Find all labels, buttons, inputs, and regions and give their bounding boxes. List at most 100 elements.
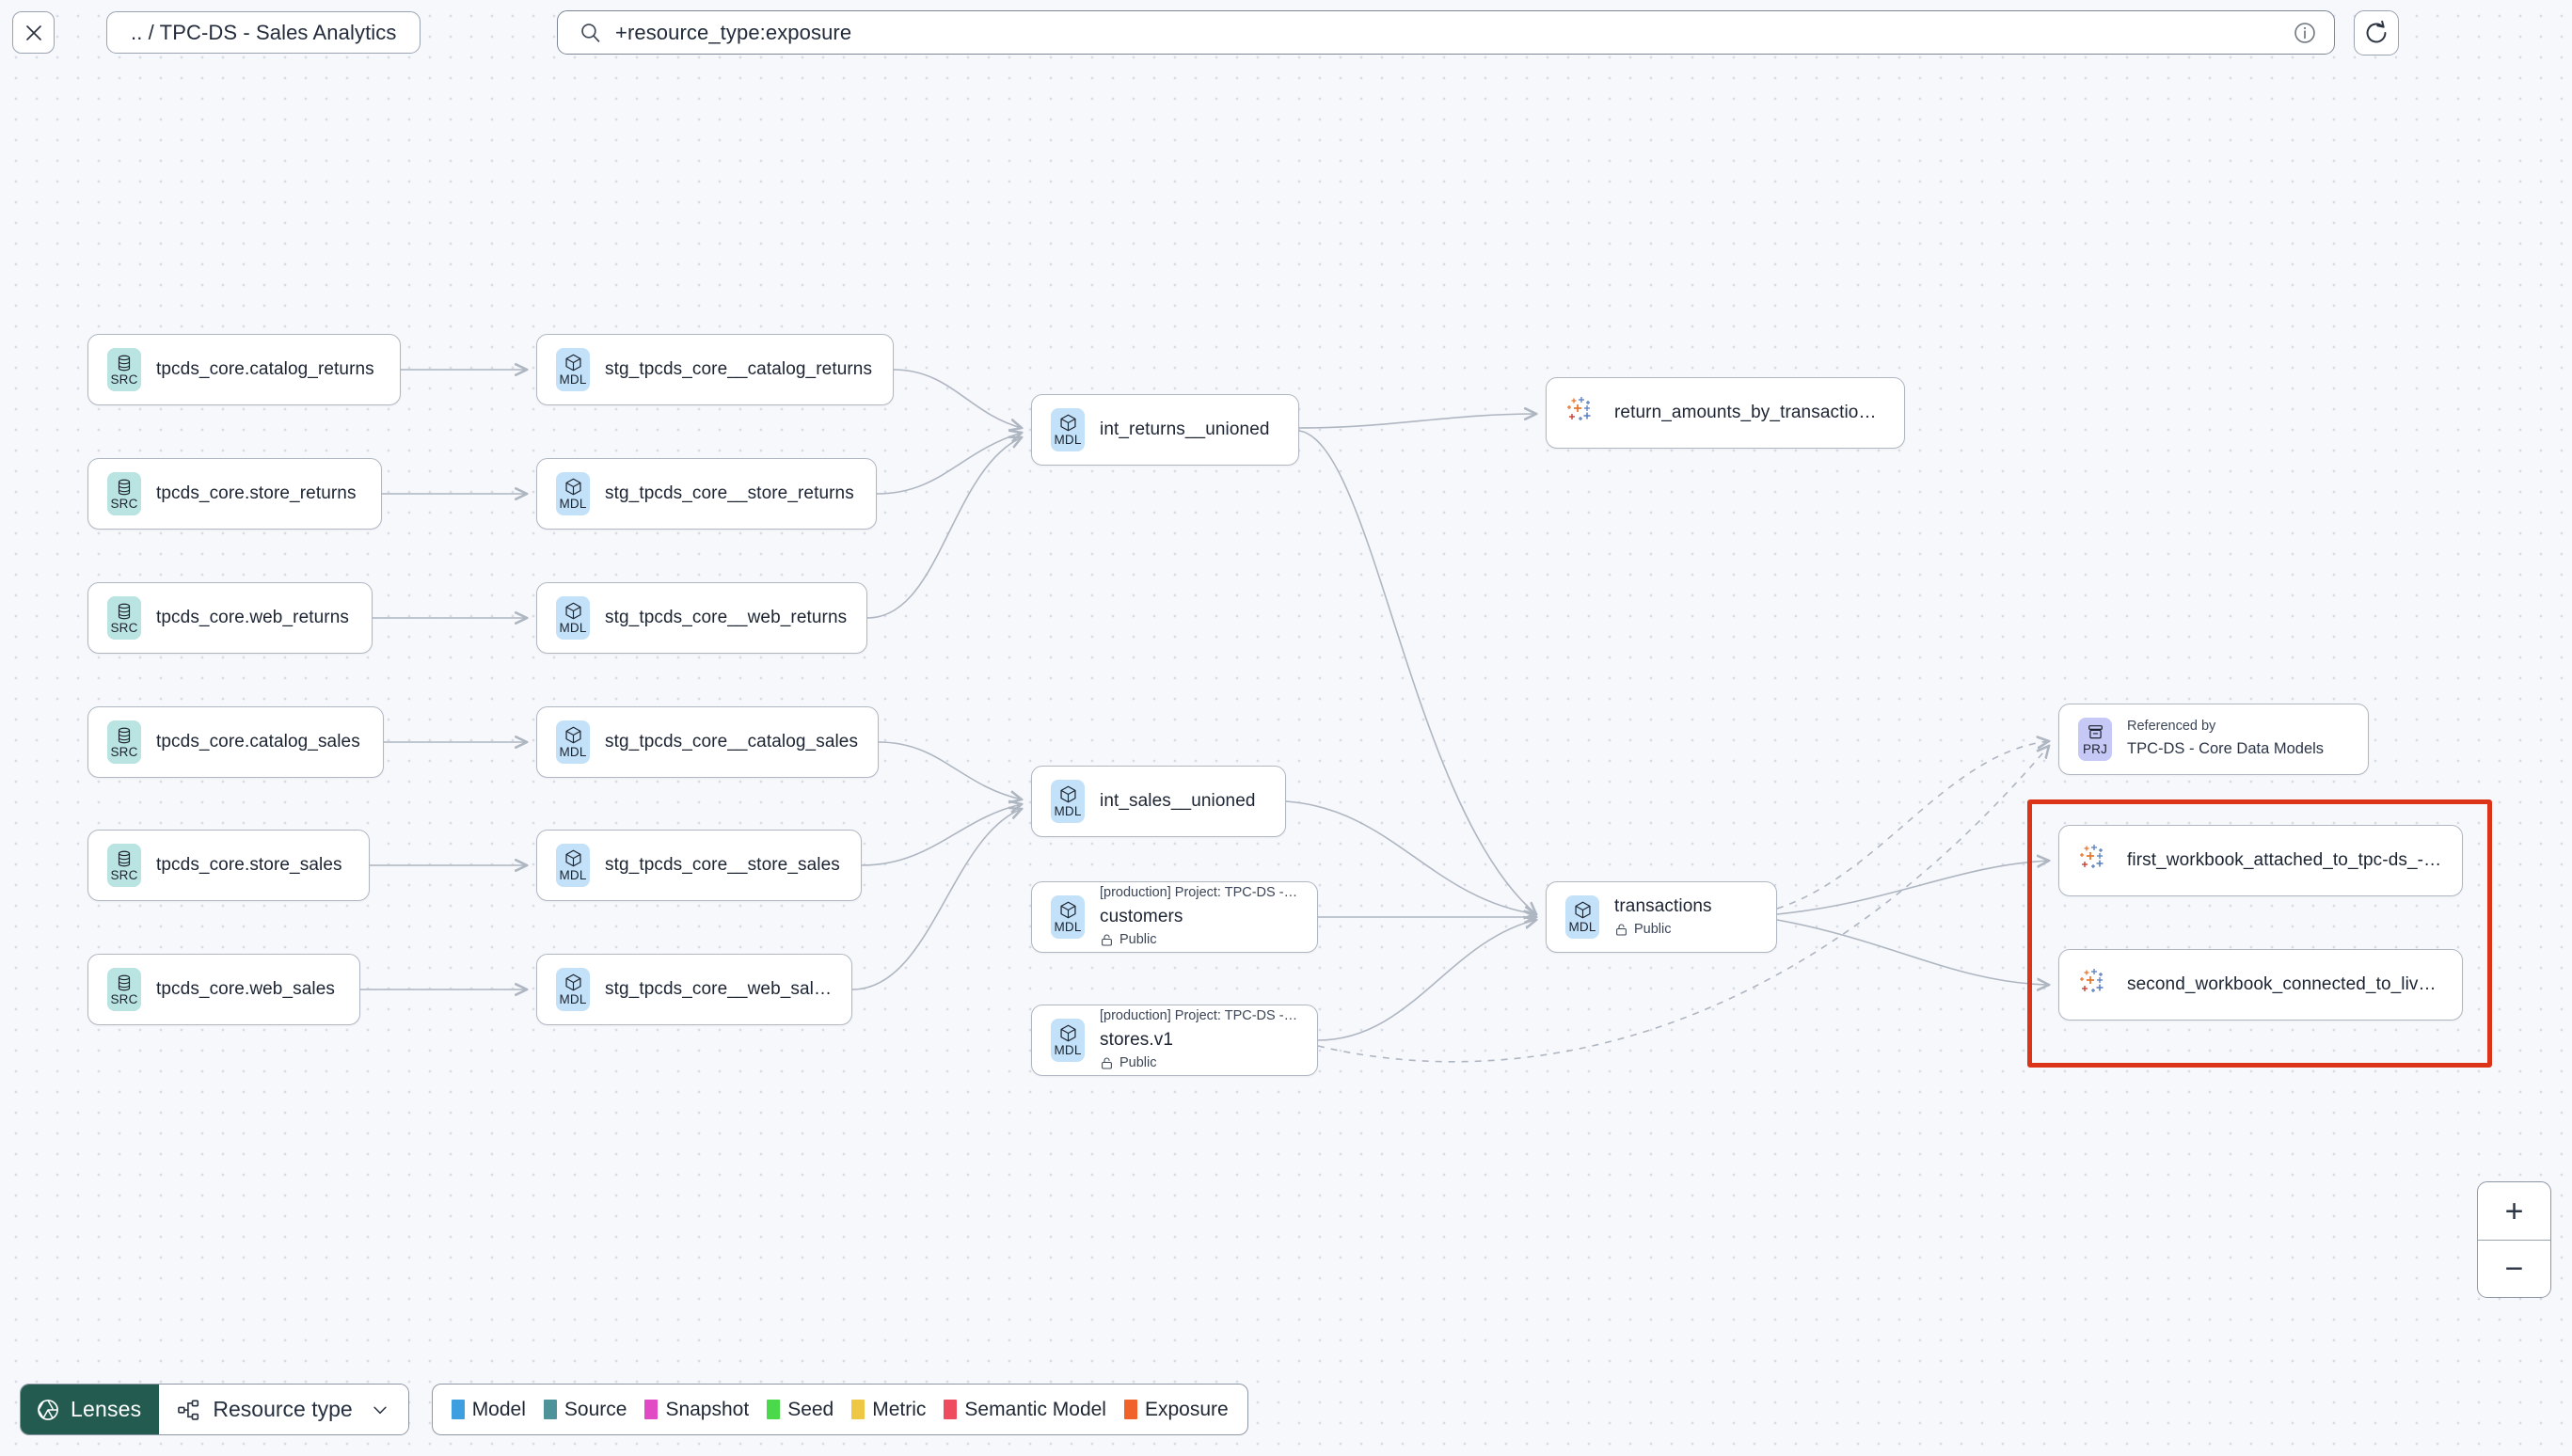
lineage-node-stg_catalog_sales[interactable]: MDL stg_tpcds_core__catalog_sales [536,706,879,778]
legend-item-semantic-model[interactable]: Semantic Model [944,1399,1106,1421]
model-badge: MDL [1565,895,1599,939]
model-badge-label: MDL [1568,920,1596,935]
breadcrumb[interactable]: .. / TPC-DS - Sales Analytics [106,11,421,54]
node-text: stg_tpcds_core__store_sales [605,852,840,878]
model-badge-label: MDL [559,992,587,1007]
node-name: return_amounts_by_transaction_type [1614,403,1885,423]
node-text: return_amounts_by_transaction_type [1614,400,1885,426]
search-value: +resource_type:exposure [615,20,852,44]
lineage-node-src_store_returns[interactable]: SRC tpcds_core.store_returns [87,458,382,530]
node-text: tpcds_core.catalog_returns [156,356,374,383]
lineage-node-stores_v1[interactable]: MDL [production] Project: TPC-DS - Core D… [1031,1005,1318,1076]
node-text: tpcds_core.catalog_sales [156,729,360,755]
lineage-node-int_returns_unioned[interactable]: MDL int_returns__unioned [1031,394,1299,466]
model-badge: MDL [556,720,590,764]
resource-type-dropdown[interactable]: Resource type [159,1385,408,1434]
node-name: stores.v1 [1100,1030,1173,1051]
model-badge-label: MDL [559,372,587,388]
node-text: tpcds_core.store_returns [156,481,357,507]
node-visibility: Public [1100,1053,1298,1074]
source-badge: SRC [107,720,141,764]
zoom-in-button[interactable]: + [2504,1193,2524,1229]
model-badge: MDL [1051,1019,1085,1062]
legend-swatch [851,1400,865,1419]
node-name: customers [1100,907,1183,927]
lineage-node-first_workbook[interactable]: first_workbook_attached_to_tpc-ds_-_… [2058,825,2463,896]
lenses-label: Lenses [71,1397,142,1421]
legend-item-model[interactable]: Model [451,1398,526,1421]
model-badge-label: MDL [559,621,587,636]
lineage-node-return_amounts[interactable]: return_amounts_by_transaction_type [1546,377,1905,449]
node-name: stg_tpcds_core__store_returns [605,483,854,504]
legend-swatch [1123,1400,1137,1419]
lineage-node-stg_catalog_returns[interactable]: MDL stg_tpcds_core__catalog_returns [536,334,894,405]
refresh-button[interactable] [2354,10,2399,55]
lineage-node-second_workbook[interactable]: second_workbook_connected_to_live… [2058,949,2463,1021]
legend-item-metric[interactable]: Metric [851,1399,926,1421]
refresh-icon [2366,20,2387,43]
close-button[interactable] [12,11,55,54]
legend-label: Metric [872,1398,927,1420]
model-badge: MDL [556,844,590,887]
lineage-node-stg_web_sales[interactable]: MDL stg_tpcds_core__web_sales [536,954,852,1025]
node-text: stg_tpcds_core__web_returns [605,605,847,631]
model-badge-label: MDL [1054,433,1082,448]
legend-item-exposure[interactable]: Exposure [1123,1399,1229,1421]
model-badge-label: MDL [559,745,587,760]
source-badge: SRC [107,472,141,515]
node-text: stg_tpcds_core__web_sales [605,976,833,1003]
node-text: tpcds_core.store_sales [156,852,342,878]
legend-swatch [451,1400,465,1419]
search-input[interactable]: +resource_type:exposure [557,10,2335,55]
node-visibility-label: Public [1119,931,1157,947]
model-badge-label: MDL [559,868,587,883]
hierarchy-icon [178,1399,199,1420]
lineage-node-src_catalog_sales[interactable]: SRC tpcds_core.catalog_sales [87,706,384,778]
lenses-group: Lenses Resource type [20,1384,409,1435]
lineage-node-stg_web_returns[interactable]: MDL stg_tpcds_core__web_returns [536,582,867,654]
info-icon[interactable] [2293,21,2317,45]
resource-type-legend: Model Source Snapshot Seed Metric Semantic Mo… [431,1384,1248,1435]
tableau-exposure-icon [2078,969,2110,1001]
source-badge-label: SRC [110,744,138,759]
legend-swatch [543,1400,557,1419]
node-subtitle: [production] Project: TPC-DS - Core Data… [1100,885,1298,901]
legend-label: Snapshot [665,1398,750,1420]
node-text: second_workbook_connected_to_live… [2127,972,2443,998]
node-text: first_workbook_attached_to_tpc-ds_-_… [2127,847,2443,874]
lenses-button[interactable]: Lenses [21,1385,160,1434]
zoom-out-button[interactable]: − [2478,1240,2550,1297]
node-name: stg_tpcds_core__catalog_returns [605,359,873,380]
node-text: [production] Project: TPC-DS - Core Data… [1100,1006,1298,1073]
project-badge-label: PRJ [2082,742,2108,757]
source-badge-label: SRC [110,991,138,1006]
model-badge: MDL [1051,895,1085,939]
node-visibility-label: Public [1634,921,1672,937]
legend-item-seed[interactable]: Seed [767,1399,834,1421]
legend-item-snapshot[interactable]: Snapshot [644,1399,749,1421]
model-badge: MDL [1051,408,1085,451]
node-text: stg_tpcds_core__catalog_returns [605,356,872,383]
node-name: TPC-DS - Core Data Models [2127,740,2325,758]
legend-label: Model [471,1398,526,1420]
lineage-node-customers[interactable]: MDL [production] Project: TPC-DS - Core D… [1031,881,1318,953]
legend-item-source[interactable]: Source [543,1399,627,1421]
source-badge-label: SRC [110,620,138,635]
tableau-exposure-icon [1565,397,1597,429]
node-name: stg_tpcds_core__catalog_sales [605,732,859,752]
node-name: second_workbook_connected_to_live… [2127,974,2443,995]
node-name: int_returns__unioned [1100,419,1270,440]
lineage-node-stg_store_sales[interactable]: MDL stg_tpcds_core__store_sales [536,830,862,901]
node-visibility-label: Public [1119,1054,1157,1070]
breadcrumb-label: .. / TPC-DS - Sales Analytics [131,20,397,44]
